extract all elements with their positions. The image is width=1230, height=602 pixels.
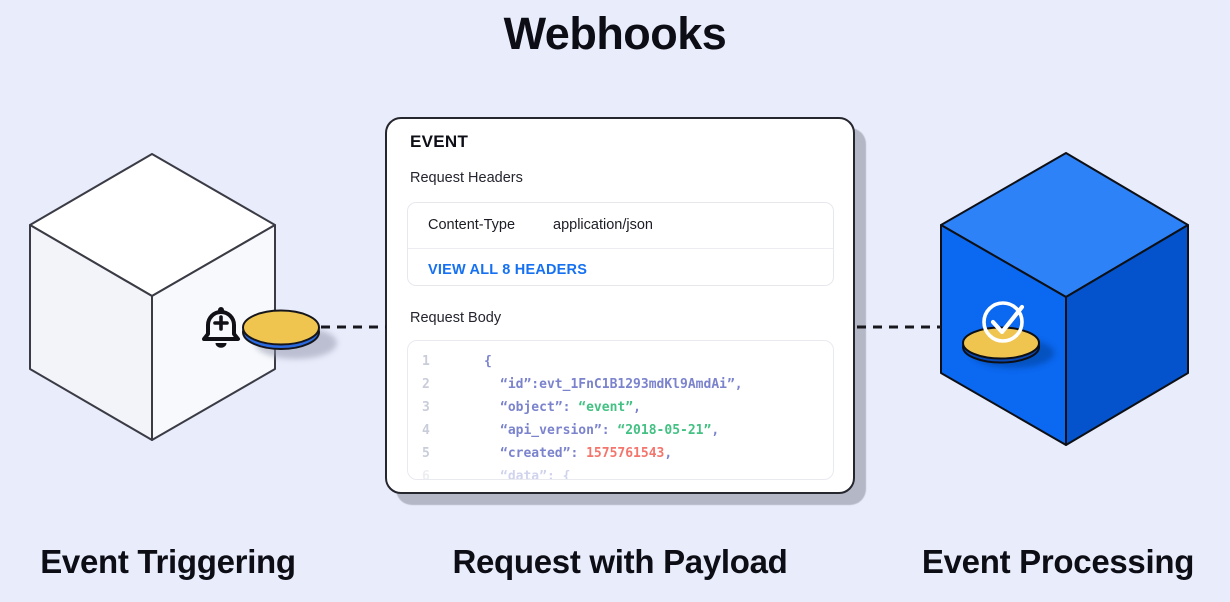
processed-payload-coin (962, 326, 1054, 368)
code-area: 1{ 2“id”:evt_1FnC1B1293mdKl9AmdAi”, 3“obje… (408, 350, 833, 480)
page-title: Webhooks (503, 8, 727, 59)
stage-label-event-triggering: Event Triggering (40, 543, 296, 580)
header-name: Content-Type (428, 217, 516, 233)
request-body-code-box: 1{ 2“id”:evt_1FnC1B1293mdKl9AmdAi”, 3“obje… (407, 340, 834, 480)
code-line: 6“data”: { (422, 469, 571, 480)
request-body-label: Request Body (410, 310, 502, 326)
code-line: 2“id”:evt_1FnC1B1293mdKl9AmdAi”, (422, 377, 743, 392)
event-source-cube (29, 153, 276, 441)
card-heading: EVENT (410, 132, 469, 151)
code-line: 4“api_version”: “2018-05-21”, (422, 423, 720, 438)
code-line: 3“object”: “event”, (422, 400, 641, 415)
view-all-headers-link[interactable]: VIEW ALL 8 HEADERS (428, 262, 588, 278)
code-line: 1{ (422, 354, 492, 369)
request-headers-box: Content-Type application/json VIEW ALL 8… (407, 202, 834, 286)
stage-label-event-processing: Event Processing (921, 543, 1195, 580)
stage-label-request-with-payload: Request with Payload (452, 543, 788, 580)
code-line: 5“created”: 1575761543, (422, 446, 673, 461)
check-circle-icon (982, 301, 1025, 343)
event-payload-coin (242, 309, 337, 359)
header-value: application/json (553, 217, 653, 233)
event-processor-cube (940, 152, 1189, 446)
header-row: Content-Type application/json (408, 203, 833, 248)
event-request-card: EVENT Request Headers Content-Type appli… (385, 117, 855, 494)
divider (408, 248, 833, 249)
request-headers-label: Request Headers (410, 170, 523, 186)
bell-plus-icon (202, 307, 240, 348)
